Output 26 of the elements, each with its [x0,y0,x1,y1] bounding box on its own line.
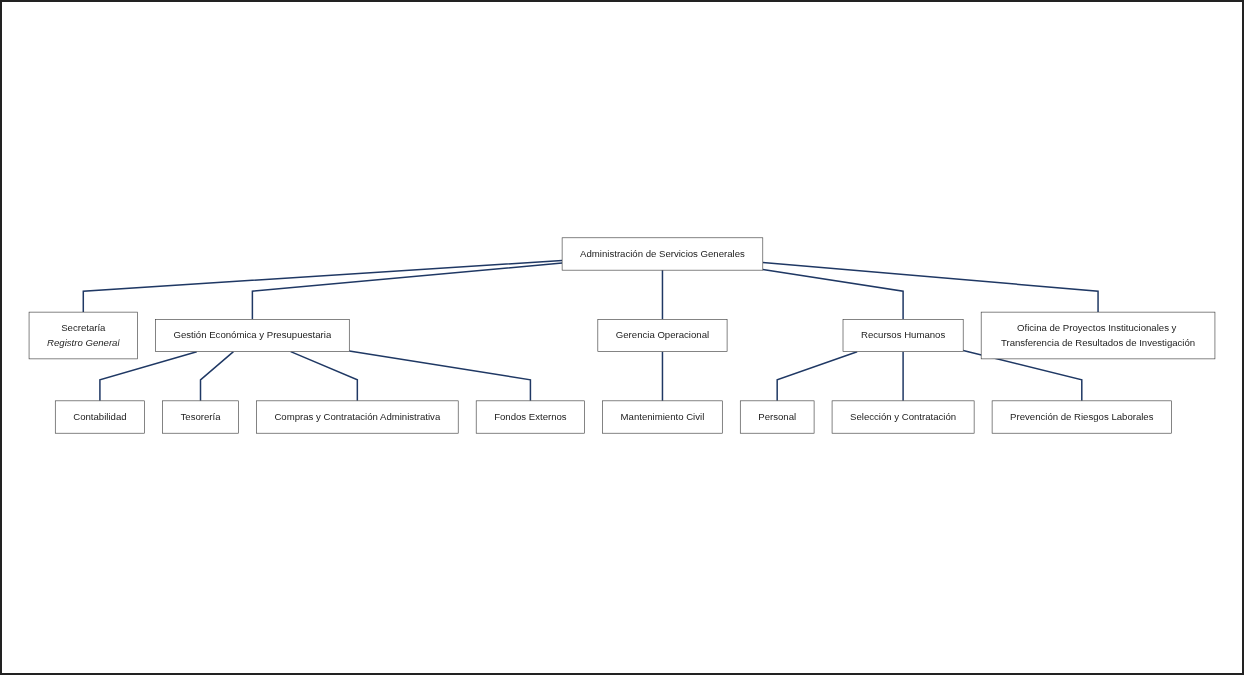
connector [199,350,235,402]
connector [661,350,664,402]
connector [762,268,904,321]
node-box: Administración de Servicios Generales [561,237,764,271]
node-box: Prevención de Riesgos Laborales [991,400,1172,434]
connector [348,350,532,402]
node-box: Contabilidad [54,400,145,434]
node-box: Secretaría Registro General [28,311,138,360]
connector [251,262,563,321]
node-box: Oficina de Proyectos Institucionales y Transferencia de Resultados de Investigación [980,311,1216,360]
node-box: Personal [739,400,815,434]
connector [661,269,664,321]
node-box: Mantenimiento Civil [602,400,723,434]
node-box: Recursos Humanos [842,319,964,352]
connector [289,350,359,402]
node-box: Tesorería [162,400,239,434]
node-box: Selección y Contratación [831,400,975,434]
node-box: Gestión Económica y Presupuestaria [155,319,350,352]
connector [762,261,1099,313]
node-box: Gerencia Operacional [597,319,728,352]
connector [776,350,858,402]
connector [99,350,198,402]
node-box: Fondos Externos [475,400,585,434]
node-box: Compras y Contratación Administrativa [256,400,459,434]
connector [82,259,563,313]
connector [902,350,904,402]
